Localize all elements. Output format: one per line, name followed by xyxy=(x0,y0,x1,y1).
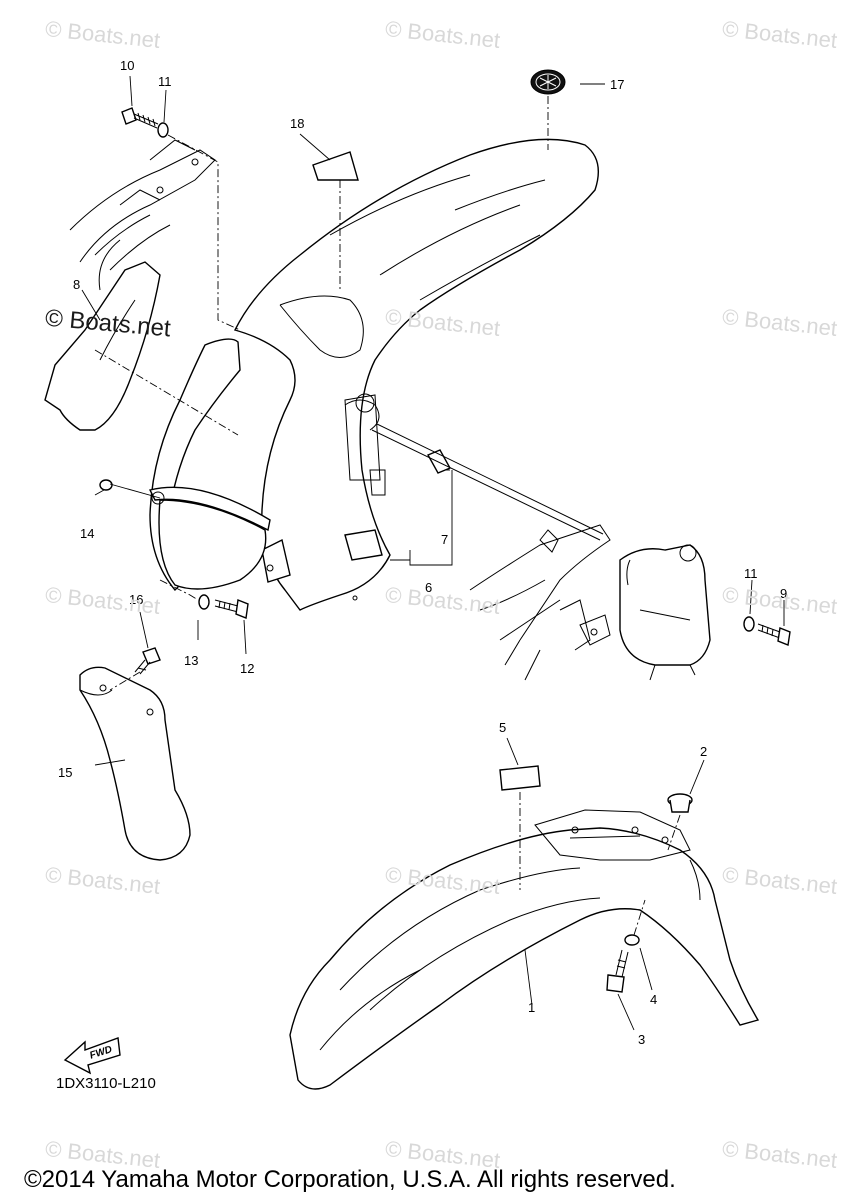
part-1-front-fender xyxy=(289,809,760,1090)
callout-2: 2 xyxy=(700,744,707,759)
callout-numbers: 10 11 18 17 8 14 7 6 16 13 12 11 9 15 5 … xyxy=(58,58,787,1047)
part-14-washer xyxy=(99,479,113,491)
callout-17: 17 xyxy=(610,77,624,92)
callout-3: 3 xyxy=(638,1032,645,1047)
part-11-washer-right xyxy=(743,616,755,632)
part-13-washer xyxy=(198,594,210,610)
callout-15: 15 xyxy=(58,765,72,780)
rear-fender-side-cover xyxy=(148,338,271,592)
part-5-decal xyxy=(499,765,541,791)
diagram-code: 1DX3110-L210 xyxy=(56,1075,156,1092)
fwd-arrow: FWD xyxy=(63,1037,121,1075)
callout-1: 1 xyxy=(528,1000,535,1015)
part-3-bolt xyxy=(606,949,629,993)
part-12-bolt xyxy=(214,599,249,619)
part-10-bolt-top xyxy=(121,107,159,129)
part-8-side-plate xyxy=(44,261,161,431)
callout-4: 4 xyxy=(650,992,657,1007)
callout-11-top: 11 xyxy=(158,74,172,89)
leader-lines xyxy=(81,75,785,1031)
part-2-grommet xyxy=(667,793,693,813)
frame-sketch-upper-left xyxy=(69,139,216,291)
part-18-decal xyxy=(312,151,359,181)
callout-6: 6 xyxy=(425,580,432,595)
callout-10: 10 xyxy=(120,58,134,73)
callout-18: 18 xyxy=(290,116,304,131)
callout-5: 5 xyxy=(499,720,506,735)
callout-9: 9 xyxy=(780,586,787,601)
copyright-notice: ©2014 Yamaha Motor Corporation, U.S.A. A… xyxy=(24,1166,676,1193)
part-9-bolt xyxy=(757,623,791,646)
callout-8: 8 xyxy=(73,277,80,292)
frame-sketch-right xyxy=(469,524,711,681)
part-11-washer-top xyxy=(157,122,169,138)
callout-14: 14 xyxy=(80,526,94,541)
part-17-emblem xyxy=(530,69,566,95)
rear-fender xyxy=(233,138,599,611)
callout-11-right: 11 xyxy=(744,566,758,581)
callout-7: 7 xyxy=(441,532,448,547)
part-16-screw xyxy=(134,647,161,675)
part-4-washer xyxy=(624,934,640,946)
callout-13: 13 xyxy=(184,653,198,668)
part-15-guard xyxy=(79,666,191,861)
callout-12: 12 xyxy=(240,661,254,676)
callout-16: 16 xyxy=(129,592,143,607)
mounting-rod xyxy=(371,423,604,541)
